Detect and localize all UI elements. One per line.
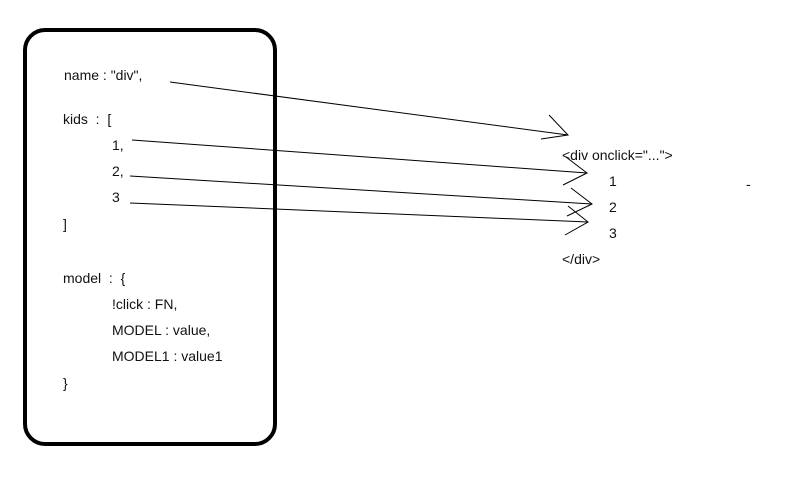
dom-close-tag: </div> bbox=[562, 251, 601, 267]
dom-child-1: 1 bbox=[609, 173, 617, 189]
kids-property-open: kids : [ bbox=[63, 111, 112, 127]
name-property: name : "div", bbox=[64, 67, 143, 83]
model-property-close: } bbox=[63, 375, 68, 391]
object-definition-box bbox=[23, 28, 277, 446]
kid-item-2: 2, bbox=[112, 163, 124, 179]
model-entry-model1: MODEL1 : value1 bbox=[112, 348, 223, 364]
model-entry-click: !click : FN, bbox=[112, 296, 178, 312]
arrow-kid1-to-child1 bbox=[131, 139, 588, 186]
arrow-kid2-to-child2 bbox=[129, 175, 593, 217]
arrow-name-to-div bbox=[169, 81, 570, 140]
model-entry-model: MODEL : value, bbox=[112, 322, 211, 338]
kids-property-close: ] bbox=[63, 216, 67, 232]
dom-child-3: 3 bbox=[609, 225, 617, 241]
dom-child-2: 2 bbox=[609, 199, 617, 215]
stray-dash-mark: - bbox=[746, 176, 751, 192]
kid-item-1: 1, bbox=[112, 137, 124, 153]
arrow-kid3-to-child3 bbox=[129, 202, 589, 236]
kid-item-3: 3 bbox=[112, 189, 120, 205]
model-property-open: model : { bbox=[63, 270, 126, 286]
